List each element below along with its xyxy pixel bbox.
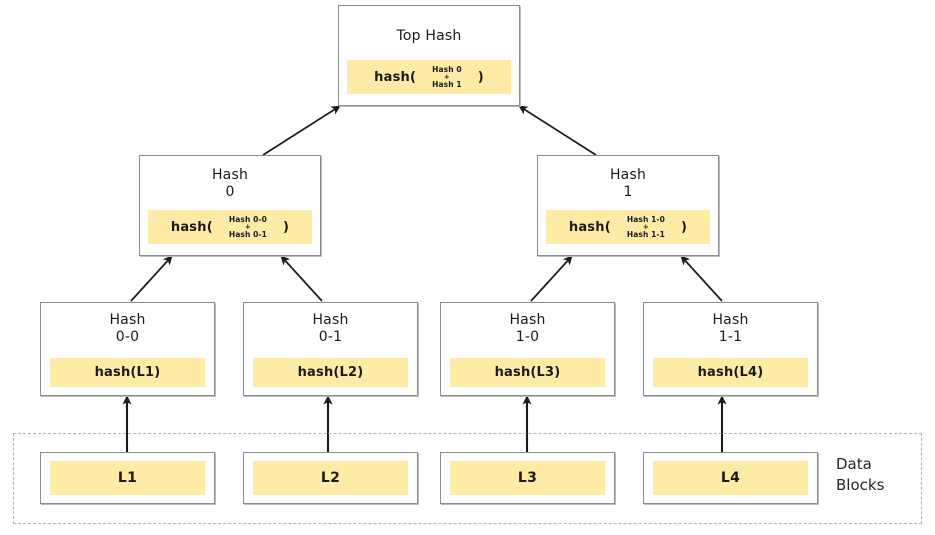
node-hash-0-0[interactable]: Hash 0-0 hash(L1) — [40, 302, 215, 396]
data-block-l1-fill: L1 — [50, 461, 205, 495]
node-hash-0-title: Hash 0 — [211, 167, 249, 200]
node-hash-0-0-expression: hash(L1) — [50, 358, 205, 387]
data-block-l3-label: L3 — [517, 470, 538, 486]
hash-close-paren: ) — [680, 219, 688, 235]
hash-function-label: hash( — [568, 219, 611, 235]
hash-function-label: hash( — [374, 69, 417, 85]
node-hash-1-0-expression: hash(L3) — [450, 358, 605, 387]
node-top-hash[interactable]: Top Hash hash( Hash 0 + Hash 1 ) — [338, 5, 520, 106]
hash-arg-plus: + — [244, 223, 251, 231]
node-top-hash-title: Top Hash — [396, 28, 462, 44]
arrow-hash11-to-hash1 — [680, 255, 723, 302]
hash-close-paren: ) — [282, 219, 290, 235]
hash-arg-plus: + — [443, 73, 450, 81]
hash-arg-top: Hash 0-0 — [228, 215, 267, 224]
arrow-hash01-to-hash0 — [280, 255, 323, 302]
arrow-hash0-to-top — [262, 105, 341, 156]
data-blocks-label: Data Blocks — [836, 455, 885, 494]
arrow-hash10-to-hash1 — [530, 255, 573, 302]
hash-arg-bottom: Hash 1-1 — [626, 230, 665, 239]
data-block-l4[interactable]: L4 — [643, 452, 818, 504]
hash-arguments: Hash 0-0 + Hash 0-1 — [229, 215, 267, 239]
node-hash-1-0[interactable]: Hash 1-0 hash(L3) — [440, 302, 615, 396]
node-hash-0[interactable]: Hash 0 hash( Hash 0-0 + Hash 0-1 ) — [139, 155, 321, 256]
node-hash-1-1-expression: hash(L4) — [653, 358, 808, 387]
hash-function-label: hash( — [170, 219, 213, 235]
node-hash-1-expression: hash( Hash 1-0 + Hash 1-1 ) — [546, 210, 710, 244]
node-hash-1[interactable]: Hash 1 hash( Hash 1-0 + Hash 1-1 ) — [537, 155, 719, 256]
data-block-l2-fill: L2 — [253, 461, 408, 495]
hash-arguments: Hash 1-0 + Hash 1-1 — [627, 215, 665, 239]
hash-arg-top: Hash 0 — [432, 65, 462, 74]
node-hash-1-0-title: Hash 1-0 — [509, 312, 546, 345]
node-top-hash-expression: hash( Hash 0 + Hash 1 ) — [347, 60, 511, 94]
node-hash-0-1[interactable]: Hash 0-1 hash(L2) — [243, 302, 418, 396]
hash-value: hash(L3) — [494, 365, 561, 380]
data-block-l1-label: L1 — [117, 470, 138, 486]
node-hash-1-1[interactable]: Hash 1-1 hash(L4) — [643, 302, 818, 396]
hash-arg-top: Hash 1-0 — [626, 215, 665, 224]
hash-arg-bottom: Hash 0-1 — [228, 230, 267, 239]
hash-value: hash(L1) — [94, 365, 161, 380]
node-hash-1-1-title: Hash 1-1 — [712, 312, 749, 345]
arrow-hash1-to-top — [518, 105, 597, 156]
hash-arg-bottom: Hash 1 — [432, 80, 462, 89]
arrow-hash00-to-hash0 — [130, 255, 173, 302]
node-hash-0-0-title: Hash 0-0 — [109, 312, 146, 345]
hash-close-paren: ) — [477, 69, 484, 85]
data-block-l4-label: L4 — [720, 470, 741, 486]
node-hash-0-expression: hash( Hash 0-0 + Hash 0-1 ) — [148, 210, 312, 244]
hash-value: hash(L4) — [697, 365, 764, 380]
data-block-l2-label: L2 — [320, 470, 341, 486]
node-hash-1-title: Hash 1 — [609, 167, 647, 200]
node-hash-0-1-expression: hash(L2) — [253, 358, 408, 387]
data-blocks-region — [13, 433, 922, 524]
data-block-l3[interactable]: L3 — [440, 452, 615, 504]
data-block-l2[interactable]: L2 — [243, 452, 418, 504]
hash-arguments: Hash 0 + Hash 1 — [432, 65, 462, 89]
hash-arg-plus: + — [642, 223, 649, 231]
node-hash-0-1-title: Hash 0-1 — [312, 312, 349, 345]
data-block-l3-fill: L3 — [450, 461, 605, 495]
data-block-l4-fill: L4 — [653, 461, 808, 495]
hash-value: hash(L2) — [297, 365, 364, 380]
data-block-l1[interactable]: L1 — [40, 452, 215, 504]
